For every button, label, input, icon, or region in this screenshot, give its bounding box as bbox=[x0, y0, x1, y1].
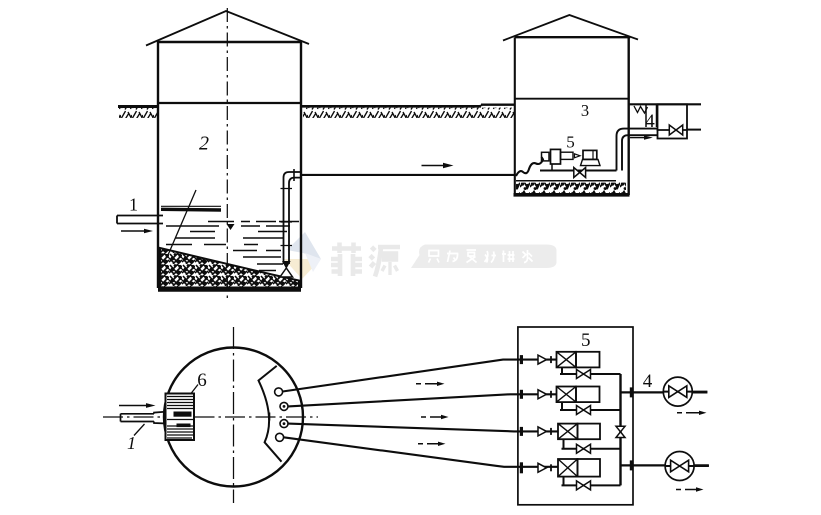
svg-text:1: 1 bbox=[127, 433, 136, 453]
svg-text:4: 4 bbox=[645, 111, 655, 132]
svg-text:5: 5 bbox=[566, 133, 575, 152]
svg-text:2: 2 bbox=[199, 133, 209, 155]
svg-text:3: 3 bbox=[581, 101, 589, 120]
svg-text:4: 4 bbox=[643, 371, 653, 392]
svg-text:6: 6 bbox=[197, 370, 207, 391]
svg-text:1: 1 bbox=[129, 195, 138, 215]
svg-text:5: 5 bbox=[581, 330, 591, 351]
